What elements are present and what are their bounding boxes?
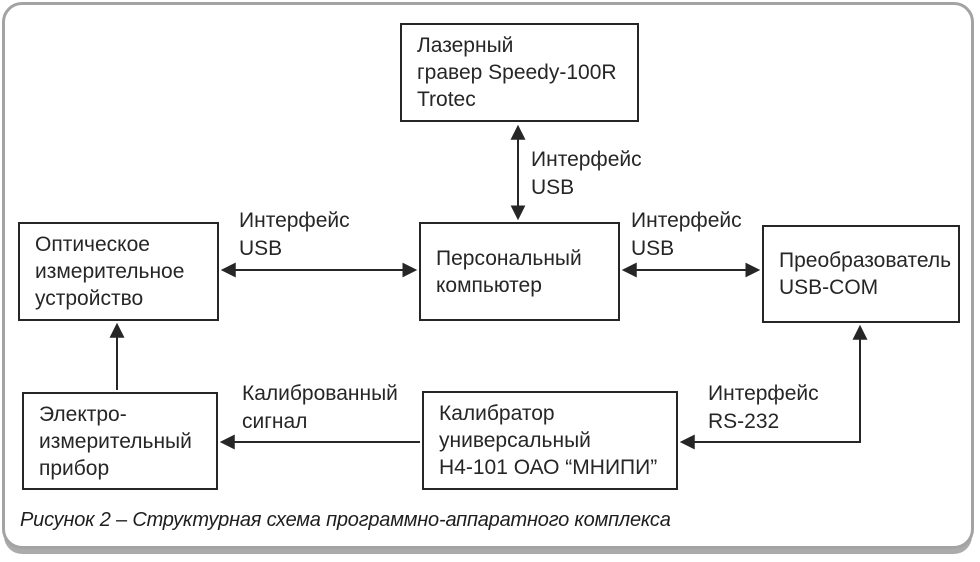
block-personal-computer: Персональный компьютер (419, 222, 620, 321)
block-usb-com-converter: Преобразователь USB-COM (762, 225, 960, 323)
label-usb-interface-right: Интерфейс USB (631, 209, 742, 260)
figure-caption: Рисунок 2 – Структурная схема программно… (20, 509, 671, 531)
block-universal-calibrator: Калибратор универсальный Н4-101 ОАО “МНИ… (422, 391, 678, 490)
block-universal-calibrator-label: Калибратор универсальный Н4-101 ОАО “МНИ… (439, 402, 658, 479)
block-laser-engraver-label: Лазерный гравер Speedy-100R Trotec (417, 34, 617, 111)
block-electrical-measuring-instrument-label: Электро- измерительный прибор (39, 402, 192, 480)
block-usb-com-converter-label: Преобразователь USB-COM (779, 249, 952, 299)
block-laser-engraver: Лазерный гравер Speedy-100R Trotec (400, 23, 639, 122)
label-usb-interface-left: Интерфейс USB (239, 209, 350, 260)
block-electrical-measuring-instrument: Электро- измерительный прибор (22, 392, 218, 490)
block-personal-computer-label: Персональный компьютер (436, 246, 582, 297)
block-optical-measuring-device: Оптическое измерительное устройство (18, 222, 219, 321)
label-rs232-interface: Интерфейс RS-232 (708, 382, 819, 433)
label-calibrated-signal: Калиброванный сигнал (242, 382, 398, 433)
block-optical-measuring-device-label: Оптическое измерительное устройство (35, 233, 185, 310)
label-usb-interface-top: Интерфейс USB (531, 148, 642, 199)
